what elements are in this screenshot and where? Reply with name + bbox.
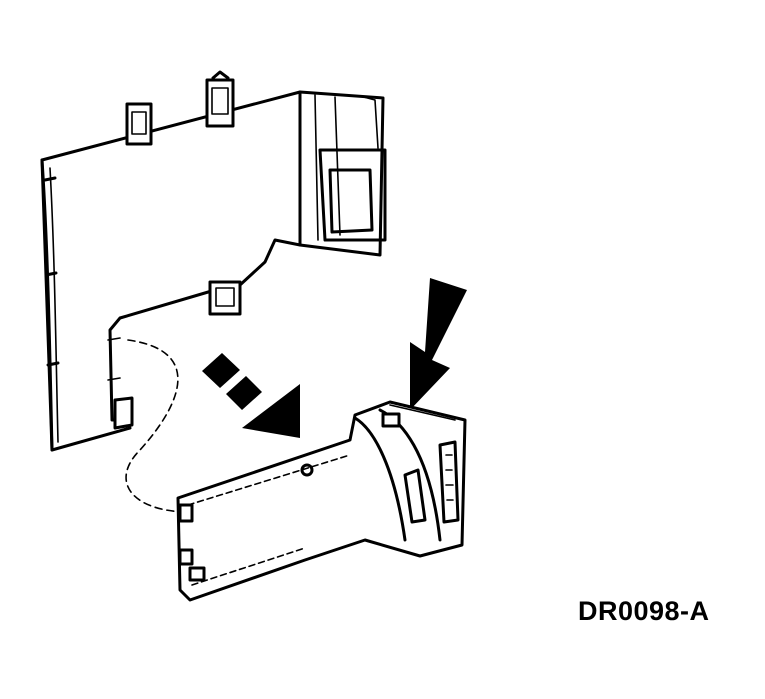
pillar-section xyxy=(298,90,387,247)
reference-code: DR0098-A xyxy=(578,596,710,626)
lower-trim-panel xyxy=(176,400,467,602)
top-clip-left xyxy=(125,102,153,146)
alignment-guide xyxy=(125,339,186,513)
upper-trim-panel xyxy=(40,70,387,452)
center-clip xyxy=(208,280,242,316)
direction-arrow-diagonal xyxy=(202,353,300,438)
top-clip-right xyxy=(205,70,235,128)
direction-arrow-down xyxy=(410,278,467,410)
panel-slot xyxy=(403,468,427,524)
edge-fasteners xyxy=(43,176,60,367)
